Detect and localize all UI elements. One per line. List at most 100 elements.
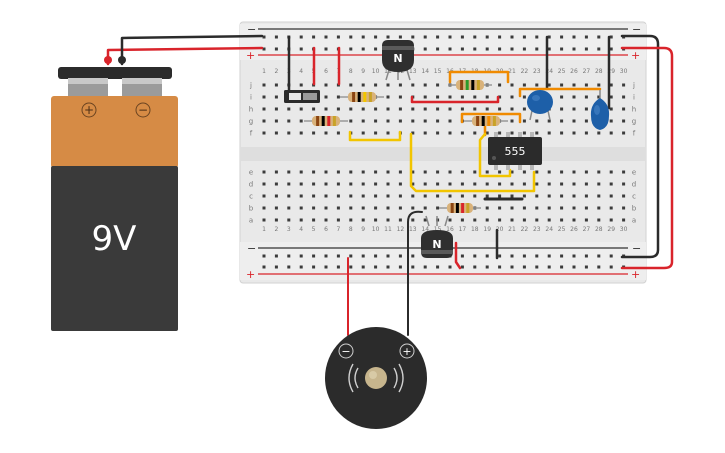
terminal-hole[interactable] [448, 131, 452, 135]
terminal-hole[interactable] [274, 83, 278, 87]
terminal-hole[interactable] [299, 218, 303, 222]
terminal-hole[interactable] [498, 170, 502, 174]
rail-hole[interactable] [299, 35, 303, 39]
terminal-hole[interactable] [274, 206, 278, 210]
terminal-hole[interactable] [584, 107, 588, 111]
rail-hole[interactable] [386, 265, 390, 269]
terminal-hole[interactable] [597, 218, 601, 222]
terminal-hole[interactable] [374, 119, 378, 123]
terminal-hole[interactable] [460, 170, 464, 174]
rail-hole[interactable] [522, 265, 526, 269]
terminal-hole[interactable] [584, 95, 588, 99]
rail-hole[interactable] [560, 265, 564, 269]
terminal-hole[interactable] [324, 170, 328, 174]
terminal-hole[interactable] [522, 194, 526, 198]
terminal-hole[interactable] [572, 218, 576, 222]
rail-hole[interactable] [535, 35, 539, 39]
terminal-hole[interactable] [560, 131, 564, 135]
terminal-hole[interactable] [411, 131, 415, 135]
terminal-hole[interactable] [423, 194, 427, 198]
terminal-hole[interactable] [274, 119, 278, 123]
rail-hole[interactable] [299, 265, 303, 269]
terminal-hole[interactable] [572, 107, 576, 111]
terminal-hole[interactable] [262, 182, 266, 186]
terminal-hole[interactable] [287, 107, 291, 111]
rail-hole[interactable] [274, 47, 278, 51]
rail-hole[interactable] [448, 35, 452, 39]
terminal-hole[interactable] [510, 194, 514, 198]
terminal-hole[interactable] [411, 119, 415, 123]
terminal-hole[interactable] [423, 170, 427, 174]
terminal-hole[interactable] [436, 107, 440, 111]
terminal-hole[interactable] [584, 218, 588, 222]
terminal-hole[interactable] [336, 206, 340, 210]
rail-hole[interactable] [361, 265, 365, 269]
rail-hole[interactable] [560, 254, 564, 258]
rail-hole[interactable] [324, 35, 328, 39]
terminal-hole[interactable] [609, 119, 613, 123]
rail-hole[interactable] [498, 254, 502, 258]
terminal-hole[interactable] [287, 119, 291, 123]
terminal-hole[interactable] [299, 83, 303, 87]
terminal-hole[interactable] [374, 206, 378, 210]
terminal-hole[interactable] [423, 218, 427, 222]
terminal-hole[interactable] [312, 194, 316, 198]
terminal-hole[interactable] [448, 218, 452, 222]
terminal-hole[interactable] [374, 131, 378, 135]
terminal-hole[interactable] [448, 95, 452, 99]
rail-hole[interactable] [312, 35, 316, 39]
terminal-hole[interactable] [274, 182, 278, 186]
terminal-hole[interactable] [324, 218, 328, 222]
terminal-hole[interactable] [398, 170, 402, 174]
resistor-2[interactable] [304, 116, 348, 126]
capacitor-electrolytic[interactable] [590, 90, 610, 130]
rail-hole[interactable] [262, 35, 266, 39]
resistor-3[interactable] [448, 80, 492, 90]
terminal-hole[interactable] [522, 107, 526, 111]
terminal-hole[interactable] [361, 83, 365, 87]
terminal-hole[interactable] [374, 107, 378, 111]
terminal-hole[interactable] [423, 83, 427, 87]
terminal-hole[interactable] [597, 95, 601, 99]
rail-hole[interactable] [274, 265, 278, 269]
terminal-hole[interactable] [423, 206, 427, 210]
terminal-hole[interactable] [349, 107, 353, 111]
terminal-hole[interactable] [560, 83, 564, 87]
terminal-hole[interactable] [547, 194, 551, 198]
terminal-hole[interactable] [522, 95, 526, 99]
terminal-hole[interactable] [572, 131, 576, 135]
terminal-hole[interactable] [473, 95, 477, 99]
terminal-hole[interactable] [485, 170, 489, 174]
terminal-hole[interactable] [485, 95, 489, 99]
transistor-top[interactable]: N [382, 40, 414, 81]
terminal-hole[interactable] [287, 194, 291, 198]
terminal-hole[interactable] [386, 119, 390, 123]
terminal-hole[interactable] [448, 182, 452, 186]
terminal-hole[interactable] [324, 194, 328, 198]
rail-hole[interactable] [609, 35, 613, 39]
rail-hole[interactable] [522, 35, 526, 39]
rail-hole[interactable] [299, 254, 303, 258]
terminal-hole[interactable] [485, 182, 489, 186]
terminal-hole[interactable] [436, 182, 440, 186]
terminal-hole[interactable] [262, 170, 266, 174]
terminal-hole[interactable] [436, 95, 440, 99]
terminal-hole[interactable] [386, 107, 390, 111]
rail-hole[interactable] [584, 254, 588, 258]
terminal-hole[interactable] [324, 182, 328, 186]
terminal-hole[interactable] [535, 218, 539, 222]
rail-hole[interactable] [473, 265, 477, 269]
terminal-hole[interactable] [374, 194, 378, 198]
transistor-bottom[interactable]: N [421, 215, 453, 258]
terminal-hole[interactable] [460, 218, 464, 222]
terminal-hole[interactable] [535, 131, 539, 135]
rail-hole[interactable] [374, 254, 378, 258]
terminal-hole[interactable] [498, 206, 502, 210]
terminal-hole[interactable] [572, 119, 576, 123]
rail-hole[interactable] [584, 35, 588, 39]
terminal-hole[interactable] [597, 83, 601, 87]
rail-hole[interactable] [336, 265, 340, 269]
rail-hole[interactable] [510, 254, 514, 258]
rail-hole[interactable] [572, 47, 576, 51]
terminal-hole[interactable] [609, 83, 613, 87]
